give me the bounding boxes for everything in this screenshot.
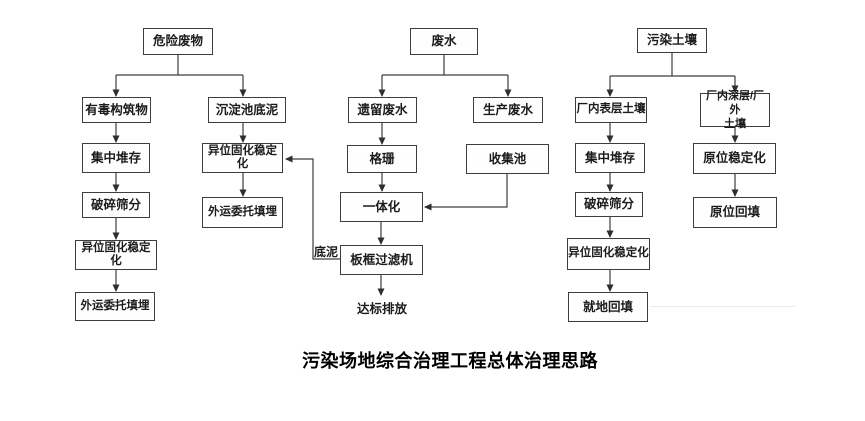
node-wastewater: 废水	[410, 28, 478, 55]
node-collection-pool: 收集池	[466, 144, 549, 174]
node-production-wastewater: 生产废水	[473, 97, 543, 123]
node-contaminated-soil: 污染土壤	[637, 28, 707, 53]
node-onsite-backfill: 就地回填	[568, 292, 648, 322]
node-sludge-exsitu-solidification: 异位固化稳定化	[202, 143, 283, 173]
diagram-title: 污染场地综合治理工程总体治理思路	[302, 351, 598, 371]
node-deep-soil-line2: 土壤	[724, 118, 746, 131]
node-hw-crush-screening: 破碎筛分	[82, 192, 150, 218]
node-soil-centralized-storage: 集中堆存	[575, 143, 645, 173]
node-toxic-structures: 有毒构筑物	[82, 97, 151, 123]
node-plate-frame-filter: 板框过滤机	[340, 245, 423, 275]
node-grille: 格珊	[347, 145, 417, 173]
node-integrated-unit: 一体化	[340, 192, 423, 222]
sludge-edge-label: 底泥	[314, 245, 339, 259]
node-insitu-backfill: 原位回填	[693, 197, 777, 228]
discharge-text: 达标排放	[356, 302, 407, 316]
node-insitu-stabilization: 原位稳定化	[693, 143, 776, 174]
node-surface-soil: 厂内表层土壤	[575, 97, 647, 123]
node-sedimentation-sludge: 沉淀池底泥	[208, 97, 286, 123]
node-deep-soil-line1: 厂内深层/厂外	[705, 89, 765, 116]
node-deep-soil: 厂内深层/厂外 土壤	[700, 90, 770, 130]
node-hw-exsitu-solidification: 异位固化稳定化	[75, 240, 157, 270]
node-soil-crush-screening: 破碎筛分	[575, 192, 643, 217]
node-hazardous-waste: 危险废物	[143, 28, 213, 55]
node-hw-offsite-landfill: 外运委托填埋	[75, 292, 155, 321]
node-soil-exsitu-solidification: 异位固化稳定化	[567, 238, 650, 270]
node-sludge-offsite-landfill: 外运委托填埋	[202, 197, 283, 228]
node-hw-centralized-storage: 集中堆存	[82, 143, 150, 173]
scan-artifact-line	[650, 306, 795, 307]
node-legacy-wastewater: 遗留废水	[348, 97, 417, 123]
